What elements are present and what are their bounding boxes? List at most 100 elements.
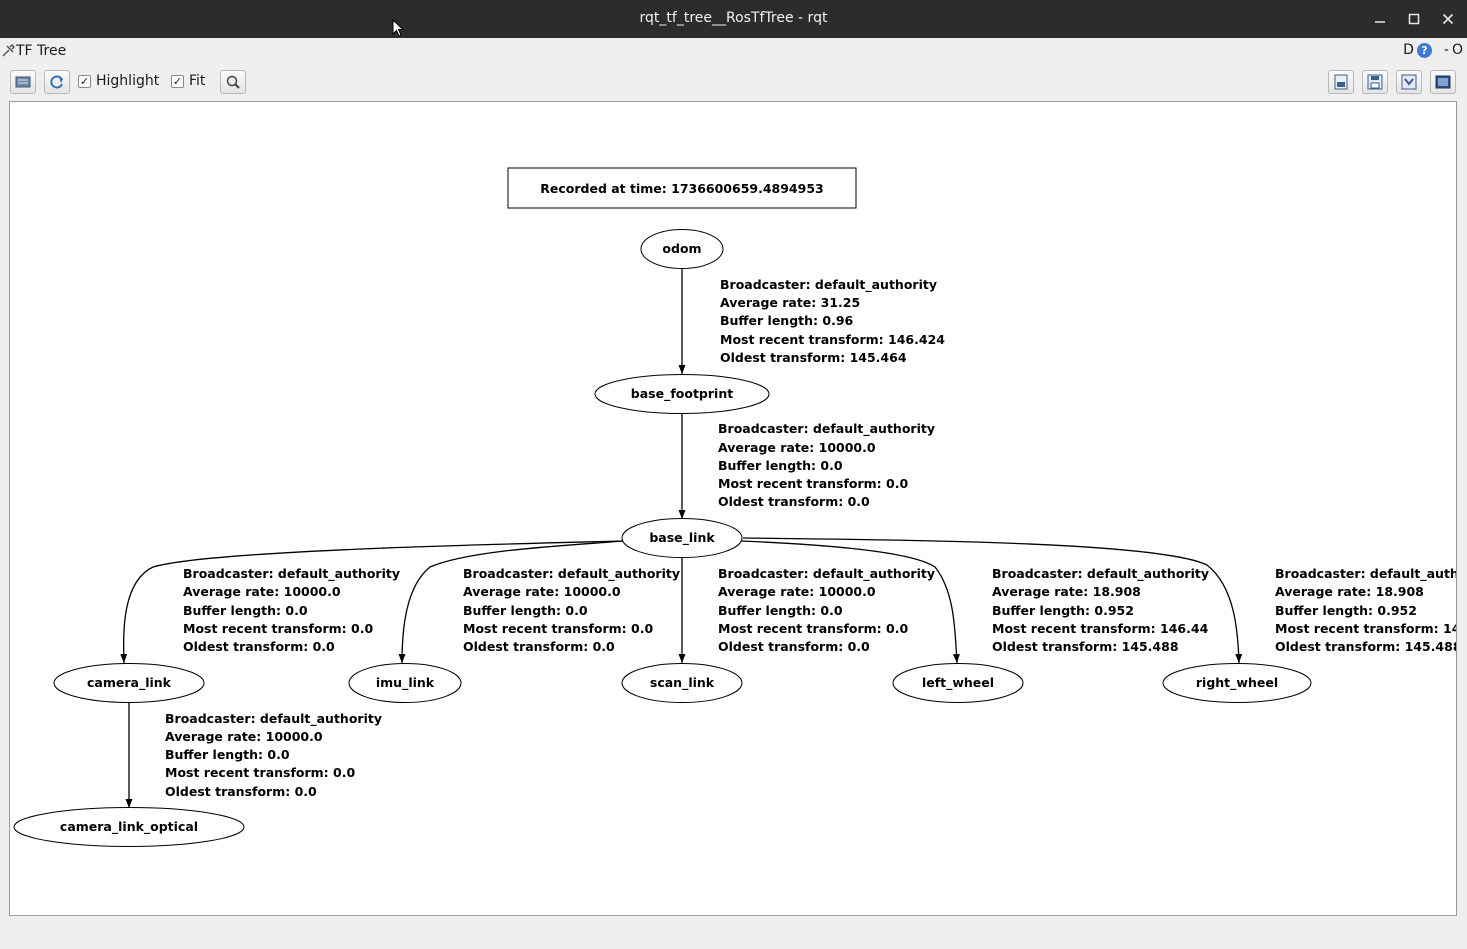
clear-buffer-icon[interactable] [10,70,36,94]
minimize-icon[interactable] [1368,7,1392,31]
refresh-icon[interactable] [44,70,70,94]
node-left-wheel-label: left_wheel [922,675,994,691]
maximize-icon[interactable] [1402,7,1426,31]
plugin-tools-icon [2,44,15,57]
edge-label-oldest: Oldest transform: 145.488 [992,639,1179,654]
fit-label: Fit [189,73,206,89]
edge-label-buffer: Buffer length: 0.952 [1275,603,1417,618]
edge-label-base-link-left-wheel: Broadcaster: default_authority Average r… [992,566,1209,654]
edge-label-buffer: Buffer length: 0.96 [720,313,854,328]
edge-label-rate: Average rate: 18.908 [1275,584,1424,599]
node-imu-link[interactable] [348,663,462,703]
edge-label-camera-link-camera-link-optical: Broadcaster: default_authority Average r… [165,711,382,799]
node-base-link[interactable] [621,518,743,558]
edge-label-oldest: Oldest transform: 0.0 [165,784,317,799]
node-left-wheel[interactable] [892,663,1024,703]
save-image-icon[interactable] [1430,70,1456,94]
edge-label-oldest: Oldest transform: 145.488 [1275,639,1456,654]
edge-label-buffer: Buffer length: 0.0 [183,603,308,618]
edge-label-recent: Most recent transform: 146.44 [992,621,1209,636]
node-camera-link-optical-label: camera_link_optical [60,819,198,835]
mouse-cursor-icon [392,19,405,37]
edge-label-recent: Most recent transform: 0.0 [183,621,373,636]
minimize-plugin-button[interactable]: - [1443,42,1449,58]
node-camera-link-label: camera_link [87,675,172,691]
tf-tree-graph: Recorded at time: 1736600659.4894953 odo… [13,167,1456,847]
edge-label-broadcaster: Broadcaster: default_authority [720,277,937,293]
highlight-check-icon[interactable]: ✓ [78,74,91,88]
save-svg-icon[interactable] [1396,70,1422,94]
edge-base-link-left-wheel [741,540,960,664]
edge-label-broadcaster: Broadcaster: default_authority [463,566,680,582]
edge-label-base-footprint-base-link: Broadcaster: default_authority Average r… [718,421,935,509]
node-odom-label: odom [662,241,701,256]
close-icon[interactable] [1436,7,1460,31]
recorded-time-box [507,167,857,209]
edge-label-rate: Average rate: 10000.0 [463,584,621,599]
edge-label-broadcaster: Broadcaster: default_authority [183,566,400,582]
save-dot-icon[interactable] [1362,70,1388,94]
edge-label-odom-base-footprint: Broadcaster: default_authority Average r… [720,277,945,365]
edge-label-rate: Average rate: 10000.0 [718,440,876,455]
edge-label-rate: Average rate: 31.25 [720,295,860,310]
tf-graph-view[interactable]: Recorded at time: 1736600659.4894953 odo… [9,101,1457,916]
edge-label-buffer: Buffer length: 0.0 [718,603,843,618]
edge-label-base-link-right-wheel: Broadcaster: default_authority Average r… [1275,566,1456,654]
help-icon[interactable]: ? [1416,42,1432,58]
edge-label-broadcaster: Broadcaster: default_authority [718,566,935,582]
edge-label-oldest: Oldest transform: 0.0 [718,494,870,509]
edge-label-base-link-scan-link: Broadcaster: default_authority Average r… [718,566,935,654]
window-title: rqt_tf_tree__RosTfTree - rqt [639,10,828,26]
node-base-link-label: base_link [649,530,715,546]
edge-label-recent: Most recent transform: 0.0 [165,765,355,780]
edge-label-rate: Average rate: 10000.0 [165,729,323,744]
node-right-wheel-label: right_wheel [1196,675,1278,691]
window-titlebar[interactable]: rqt_tf_tree__RosTfTree - rqt [0,0,1467,38]
highlight-checkbox[interactable]: ✓ Highlight [78,73,159,89]
edge-label-oldest: Oldest transform: 0.0 [183,639,335,654]
edge-label-recent: Most recent transform: 0.0 [718,476,908,491]
edge-label-recent: Most recent transform: 0.0 [718,621,908,636]
load-dot-icon[interactable] [1328,70,1354,94]
plugin-header: TF Tree D ? - O [0,38,1467,65]
edge-label-recent: Most recent transform: 0.0 [463,621,653,636]
node-base-footprint-label: base_footprint [631,386,733,402]
edge-label-broadcaster: Broadcaster: default_authority [718,421,935,437]
edge-label-recent: Most recent transform: 146.424 [720,332,945,347]
node-base-footprint[interactable] [594,374,770,414]
edge-label-buffer: Buffer length: 0.0 [165,747,290,762]
close-plugin-button[interactable]: O [1451,42,1463,58]
node-imu-link-label: imu_link [376,675,435,691]
node-scan-link[interactable] [621,663,743,703]
edge-label-rate: Average rate: 10000.0 [718,584,876,599]
fit-checkbox[interactable]: ✓ Fit [171,73,205,89]
edge-label-buffer: Buffer length: 0.952 [992,603,1134,618]
edge-base-link-imu-link [398,540,625,664]
dock-toggle-button[interactable]: D [1403,42,1414,58]
plugin-controls: D ? - O [1403,42,1463,58]
fit-check-icon[interactable]: ✓ [171,74,184,88]
edge-base-link-right-wheel [742,537,1243,664]
plugin-title: TF Tree [16,43,67,59]
node-camera-link[interactable] [53,663,205,703]
node-camera-link-optical[interactable] [13,807,245,847]
highlight-label: Highlight [96,73,160,89]
node-odom[interactable] [640,229,724,269]
node-right-wheel[interactable] [1162,663,1312,703]
edge-label-rate: Average rate: 10000.0 [183,584,341,599]
edge-label-broadcaster: Broadcaster: default_authority [1275,566,1456,582]
fit-in-view-icon[interactable] [220,70,246,94]
node-scan-link-label: scan_link [650,675,715,691]
edge-label-buffer: Buffer length: 0.0 [463,603,588,618]
toolbar: ✓ Highlight ✓ Fit [0,66,1467,100]
edge-label-rate: Average rate: 18.908 [992,584,1141,599]
edge-label-recent: Most recent transform: 146.44 [1275,621,1456,636]
edge-label-base-link-camera-link: Broadcaster: default_authority Average r… [183,566,400,654]
edge-label-broadcaster: Broadcaster: default_authority [992,566,1209,582]
edge-label-buffer: Buffer length: 0.0 [718,458,843,473]
edge-label-oldest: Oldest transform: 0.0 [718,639,870,654]
edge-label-base-link-imu-link: Broadcaster: default_authority Average r… [463,566,680,654]
edge-label-oldest: Oldest transform: 0.0 [463,639,615,654]
edge-label-broadcaster: Broadcaster: default_authority [165,711,382,727]
recorded-time-label: Recorded at time: 1736600659.4894953 [540,181,823,196]
